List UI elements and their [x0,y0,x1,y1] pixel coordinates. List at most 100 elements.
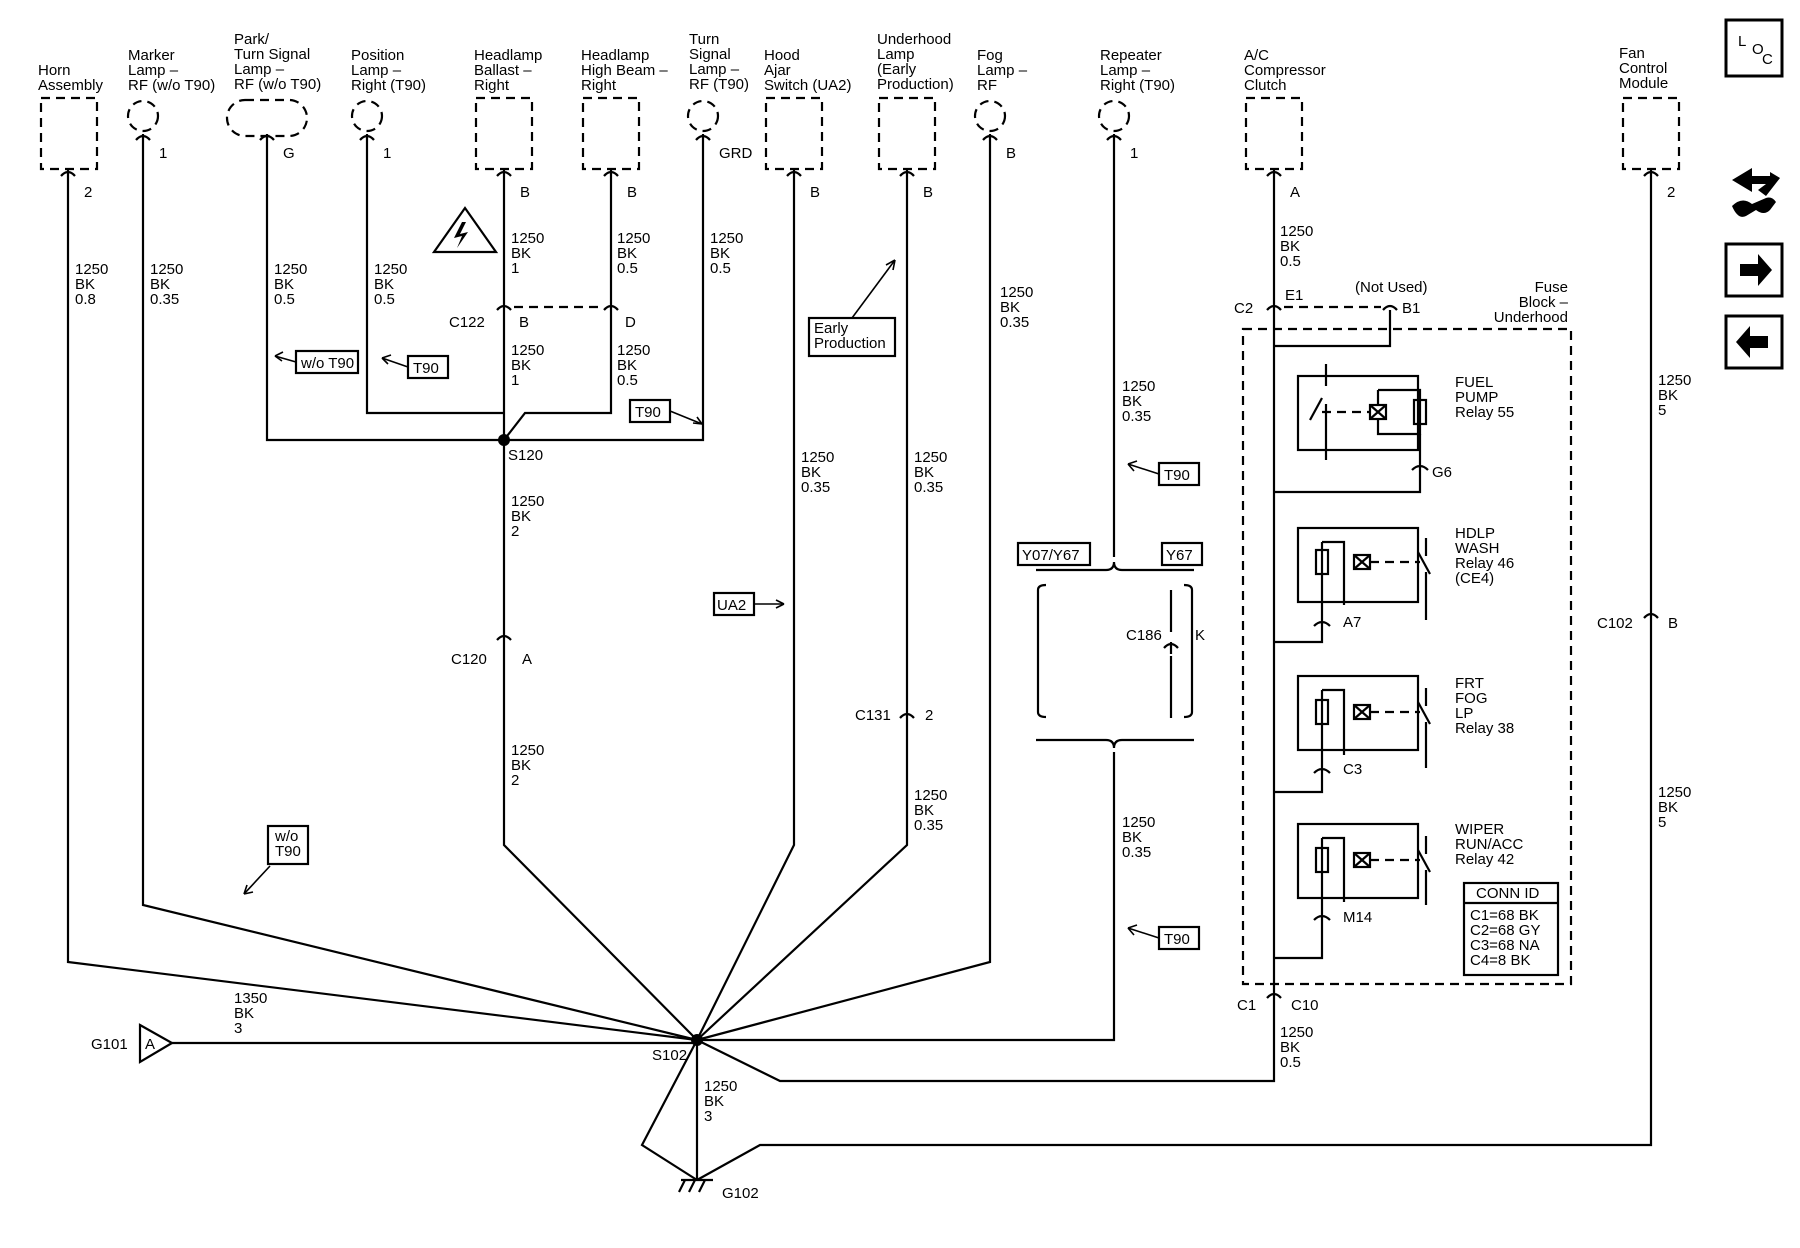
tag-y67-box [1160,541,1204,567]
c131-pin: 2 [925,707,933,724]
tag-wo-t90-1: w/o T90 [300,355,354,372]
tag-pointer-arrows [243,259,1160,939]
relay-38-pin: C3 [1343,761,1362,778]
splice-s120-label: S120 [508,447,543,464]
svg-text:L: L [1738,33,1746,50]
relay-wiper [1274,822,1431,960]
tag-wo-t90-2-box [266,824,310,866]
svg-text:C: C [1762,51,1773,68]
tag-t90-3: T90 [1164,467,1190,484]
turn-pin: GRD [719,145,753,162]
relay-fuel-pump [1274,364,1429,494]
c10-label: C10 [1291,997,1319,1014]
g101-label: G101 [91,1036,128,1053]
g101-tag: A [145,1036,155,1053]
fuse-block-outline [1241,327,1573,986]
c186-label: C186 [1126,627,1162,644]
tag-t90-1: T90 [413,360,439,377]
relay-46-pin: A7 [1343,614,1361,631]
highbeam-pin: B [627,184,637,201]
option-bracket [1036,561,1194,749]
harness-icon[interactable] [1732,168,1780,217]
not-used-label: (Not Used) [1355,279,1428,296]
relay-42-pin: M14 [1343,909,1372,926]
relay-hdlp-wash [1274,526,1431,644]
b1-label: B1 [1402,300,1420,317]
c122-pin-b: B [519,314,529,331]
marker-lamp-symbol [126,99,160,133]
hood-ajar-switch-box [764,96,824,171]
connector-c1-c10 [1266,990,1282,1000]
marker-pin: 1 [159,145,167,162]
c2-label: C2 [1234,300,1253,317]
fan-pin: 2 [1667,184,1675,201]
c131-label: C131 [855,707,891,724]
relay-frt-fog [1274,674,1431,794]
splice-s102-label: S102 [652,1047,687,1064]
fog-pin: B [1006,145,1016,162]
horn-assembly-box [39,96,99,171]
g101-ground-symbol [138,1023,175,1064]
previous-arrow-icon[interactable] [1724,314,1784,370]
c102-pin: B [1668,615,1678,632]
connector-c122 [496,302,619,318]
ac-pin: A [1290,184,1300,201]
position-lamp-symbol [350,99,384,133]
pin-cups [60,134,1659,185]
tag-ua2: UA2 [717,597,746,614]
c120-label: C120 [451,651,487,668]
splice-s102-dot [691,1034,703,1046]
position-pin: 1 [383,145,391,162]
connector-c102 [1643,608,1659,628]
next-arrow-icon[interactable] [1724,242,1784,298]
connector-b1 [1382,304,1398,334]
e1-label: E1 [1285,287,1303,304]
headlamp-highbeam-box [581,96,641,171]
headlamp-ballast-box [474,96,534,171]
c1-label: C1 [1237,997,1256,1014]
repeater-pin: 1 [1130,145,1138,162]
underhood-lamp-box [877,96,937,171]
c186-pin: K [1195,627,1205,644]
tag-early-box [807,316,897,358]
loc-button[interactable]: L O C [1724,18,1784,78]
conn-id-table [1462,881,1560,977]
turn-signal-lamp-symbol [686,99,720,133]
g102-ground-symbol [678,1178,713,1193]
splice-s120-dot [498,434,510,446]
c120-pin: A [522,651,532,668]
